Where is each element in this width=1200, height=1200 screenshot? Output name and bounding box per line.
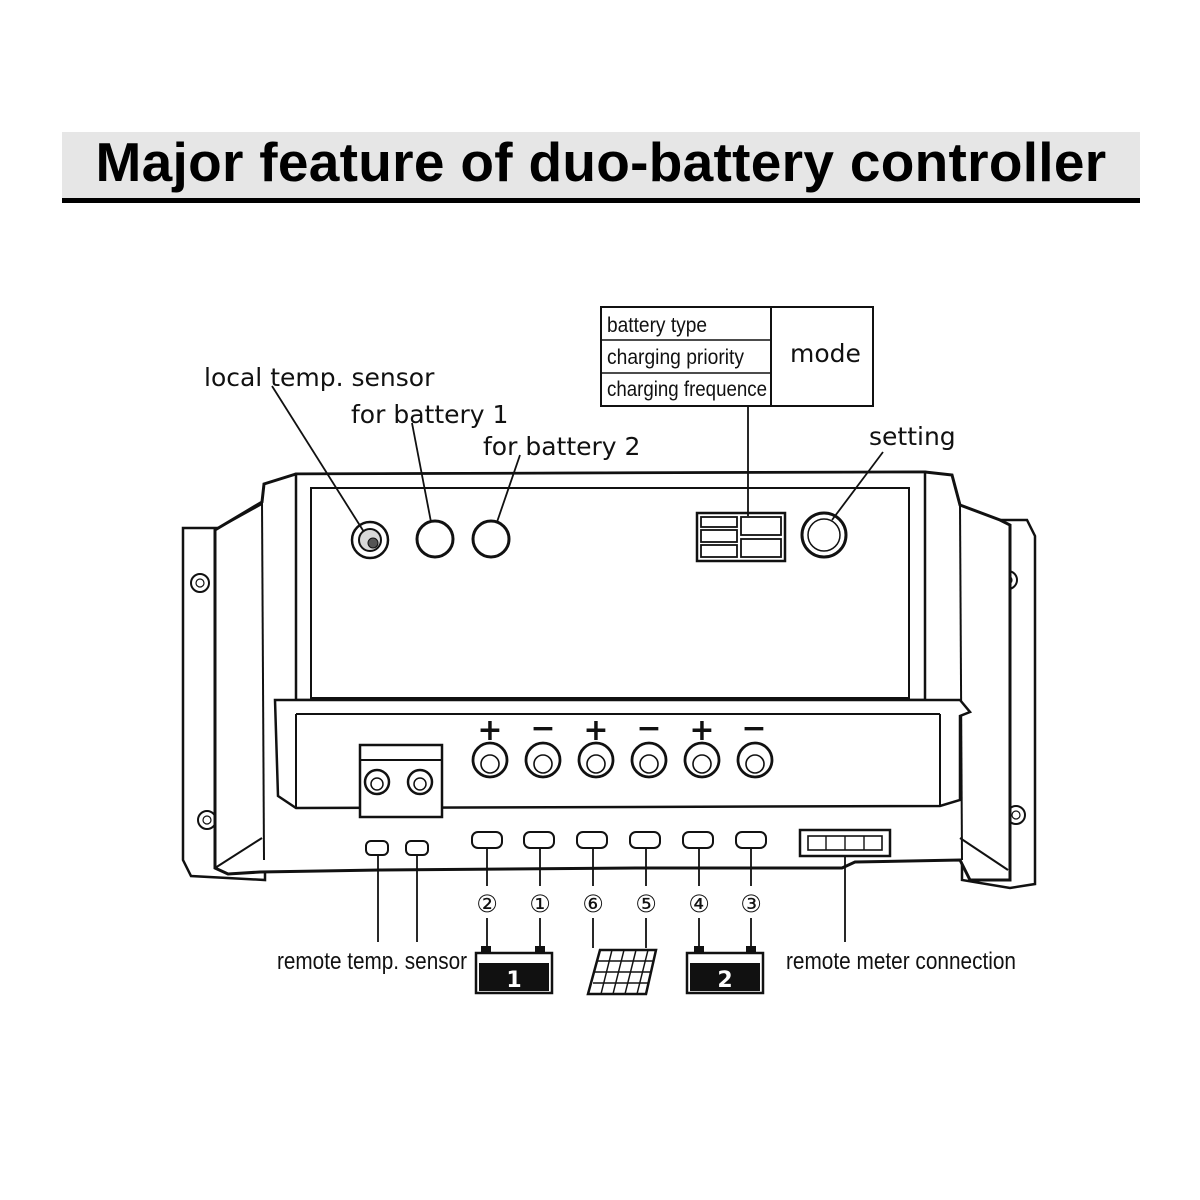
title-band: Major feature of duo-battery controller [62, 131, 1140, 203]
polarity-6: − [741, 711, 766, 746]
remote-temp-sensor-block [358, 743, 444, 819]
battery-icon: 1 [474, 946, 554, 995]
label-for-battery-1: for battery 1 [351, 400, 508, 429]
led-battery-1 [415, 519, 455, 559]
page-title: Major feature of duo-battery controller [95, 131, 1107, 193]
battery-2-label: 2 [717, 968, 732, 993]
local-temp-sensor [350, 520, 390, 560]
terminal-screws [471, 741, 774, 779]
terminal-number-1: ① [529, 890, 551, 918]
terminal-number-3: ③ [740, 890, 762, 918]
label-for-battery-2: for battery 2 [483, 432, 640, 461]
label-remote-temp-sensor: remote temp. sensor [277, 948, 467, 975]
led-battery-2 [471, 519, 511, 559]
mode-table: battery type charging priority charging … [600, 306, 874, 407]
label-setting: setting [869, 422, 956, 451]
terminal-number-6: ⑥ [582, 890, 604, 918]
mode-row-charging-priority: charging priority [607, 346, 744, 369]
controller-body [181, 470, 1037, 890]
terminal-number-5: ⑤ [635, 890, 657, 918]
mode-row-battery-type: battery type [607, 314, 707, 337]
mode-label: mode [790, 339, 861, 368]
terminal-number-4: ④ [688, 890, 710, 918]
mode-indicator-block [695, 511, 787, 563]
battery-2-icon: 2 [685, 946, 765, 995]
label-remote-meter-connection: remote meter connection [786, 948, 1016, 975]
remote-meter-connector [798, 828, 892, 858]
polarity-2: − [530, 711, 555, 746]
terminal-number-2: ② [476, 890, 498, 918]
battery-1-label: 1 [506, 968, 521, 993]
mode-row-charging-frequence: charging frequence [607, 378, 767, 401]
polarity-4: − [636, 711, 661, 746]
solar-panel-icon [586, 948, 658, 996]
setting-button[interactable] [800, 511, 848, 559]
label-local-temp-sensor: local temp. sensor [204, 363, 435, 392]
